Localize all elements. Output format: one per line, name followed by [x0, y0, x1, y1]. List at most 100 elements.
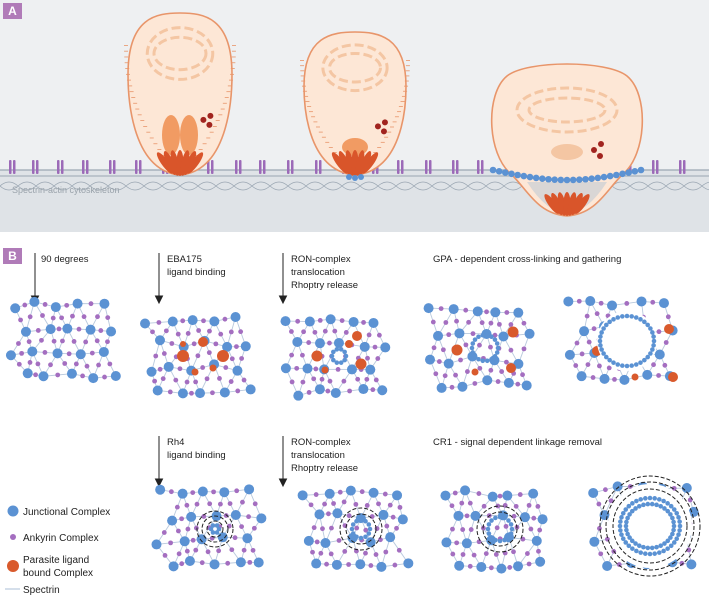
- linkage-removal-ring: [196, 510, 234, 548]
- ankyrin-complex: [193, 547, 199, 553]
- ring-junction-bead: [472, 354, 478, 359]
- ankyrin-complex: [376, 332, 382, 338]
- dense-granule: [597, 153, 603, 159]
- ankyrin-complex: [594, 311, 600, 317]
- ring-junction-bead: [662, 506, 667, 511]
- ankyrin-complex: [16, 361, 22, 367]
- cytoskeleton-label: Spectrin-actin cytoskeleton: [12, 185, 120, 195]
- parasite-bound-complex: [668, 372, 678, 382]
- ankyrin-complex: [493, 552, 499, 557]
- junctional-complex: [280, 363, 291, 374]
- junctional-complex: [50, 302, 61, 313]
- ankyrin-complex: [363, 550, 368, 556]
- ankyrin-complex: [27, 360, 33, 365]
- junctional-complex: [5, 350, 16, 361]
- tight-junction-bead: [631, 168, 639, 175]
- ring-junction-bead: [677, 523, 683, 529]
- junctional-complex: [345, 485, 356, 496]
- ankyrin-complex: [329, 525, 334, 531]
- ankyrin-complex: [314, 539, 320, 545]
- ankyrin-complex: [488, 565, 494, 571]
- ring-junction-bead: [620, 510, 626, 516]
- ankyrin-complex: [458, 357, 463, 363]
- ankyrin-complex: [504, 310, 510, 315]
- ankyrin-complex: [229, 356, 235, 362]
- ankyrin-complex: [335, 366, 341, 372]
- ankyrin-complex: [488, 367, 494, 373]
- transmembrane-protein: [82, 160, 85, 174]
- ring-junction-bead: [665, 501, 670, 506]
- ring-junction-bead: [642, 357, 647, 363]
- ring-junction-bead: [495, 345, 501, 351]
- ankyrin-complex: [521, 346, 527, 352]
- transmembrane-protein: [61, 160, 64, 174]
- ring-junction-bead: [641, 502, 646, 508]
- transmembrane-protein: [652, 160, 655, 174]
- ring-junction-bead: [633, 362, 639, 367]
- junctional-complex: [209, 316, 220, 327]
- ankyrin-complex: [88, 301, 94, 307]
- junctional-complex: [521, 380, 532, 391]
- ankyrin-complex: [204, 376, 210, 382]
- junctional-complex: [222, 341, 233, 352]
- junctional-complex: [448, 304, 459, 315]
- junctional-complex: [524, 328, 535, 339]
- junctional-complex: [45, 324, 56, 335]
- ankyrin-complex: [443, 320, 449, 325]
- ankyrin-complex: [597, 525, 602, 531]
- ankyrin-complex: [241, 377, 247, 383]
- ankyrin-complex: [184, 548, 190, 554]
- ring-junction-bead: [492, 354, 498, 359]
- junctional-complex: [602, 560, 613, 571]
- junctional-complex: [636, 296, 647, 307]
- ankyrin-complex: [48, 362, 53, 368]
- ankyrin-complex: [656, 373, 661, 378]
- ankyrin-complex: [174, 504, 180, 510]
- ankyrin-complex: [598, 300, 604, 306]
- ankyrin-complex: [289, 352, 295, 358]
- ankyrin-complex: [227, 501, 233, 507]
- ankyrin-complex: [238, 329, 244, 335]
- junctional-complex: [311, 558, 322, 569]
- ankyrin-complex: [397, 504, 403, 510]
- transmembrane-protein: [481, 160, 484, 174]
- ankyrin-complex: [373, 377, 379, 383]
- ankyrin-complex: [81, 314, 87, 320]
- ankyrin-complex: [484, 309, 489, 315]
- ankyrin-complex: [494, 525, 500, 531]
- junctional-complex: [85, 324, 96, 335]
- ring-junction-bead: [630, 501, 635, 506]
- junctional-complex: [355, 559, 366, 570]
- junctional-complex: [686, 559, 697, 570]
- ankyrin-complex: [153, 353, 159, 359]
- ankyrin-complex: [169, 341, 175, 346]
- ankyrin-complex: [326, 511, 331, 517]
- tight-junction-bead: [563, 176, 571, 184]
- junctional-complex: [10, 303, 21, 314]
- junctional-complex: [460, 485, 471, 496]
- ring-junction-bead: [620, 314, 625, 319]
- parasite-bound-complex: [506, 363, 516, 373]
- transmembrane-protein: [13, 160, 16, 174]
- ankyrin-complex: [35, 328, 41, 333]
- ankyrin-complex: [467, 563, 473, 569]
- junctional-complex: [331, 559, 342, 570]
- ankyrin-complex: [511, 549, 516, 555]
- ring-junction-bead: [671, 523, 677, 529]
- junctional-complex: [314, 384, 325, 395]
- junctional-complex: [20, 326, 31, 337]
- junctional-complex: [619, 374, 630, 385]
- ankyrin-complex: [517, 492, 523, 497]
- transmembrane-protein: [287, 160, 290, 174]
- junctional-complex: [376, 561, 387, 572]
- legend-ankyrin-symbol: [10, 534, 16, 540]
- step-label-eba175: EBA175 ligand binding: [167, 254, 226, 278]
- tight-junction-bead: [576, 176, 583, 183]
- ankyrin-complex: [239, 356, 245, 361]
- ankyrin-complex: [247, 559, 253, 565]
- step-label-ron-complex-2: RON-complex translocation Rhoptry releas…: [291, 437, 358, 474]
- parasite-bound-complex: [631, 373, 639, 381]
- linkage-removal-ring: [482, 511, 518, 547]
- transmembrane-protein: [315, 160, 318, 174]
- ankyrin-complex: [312, 329, 318, 335]
